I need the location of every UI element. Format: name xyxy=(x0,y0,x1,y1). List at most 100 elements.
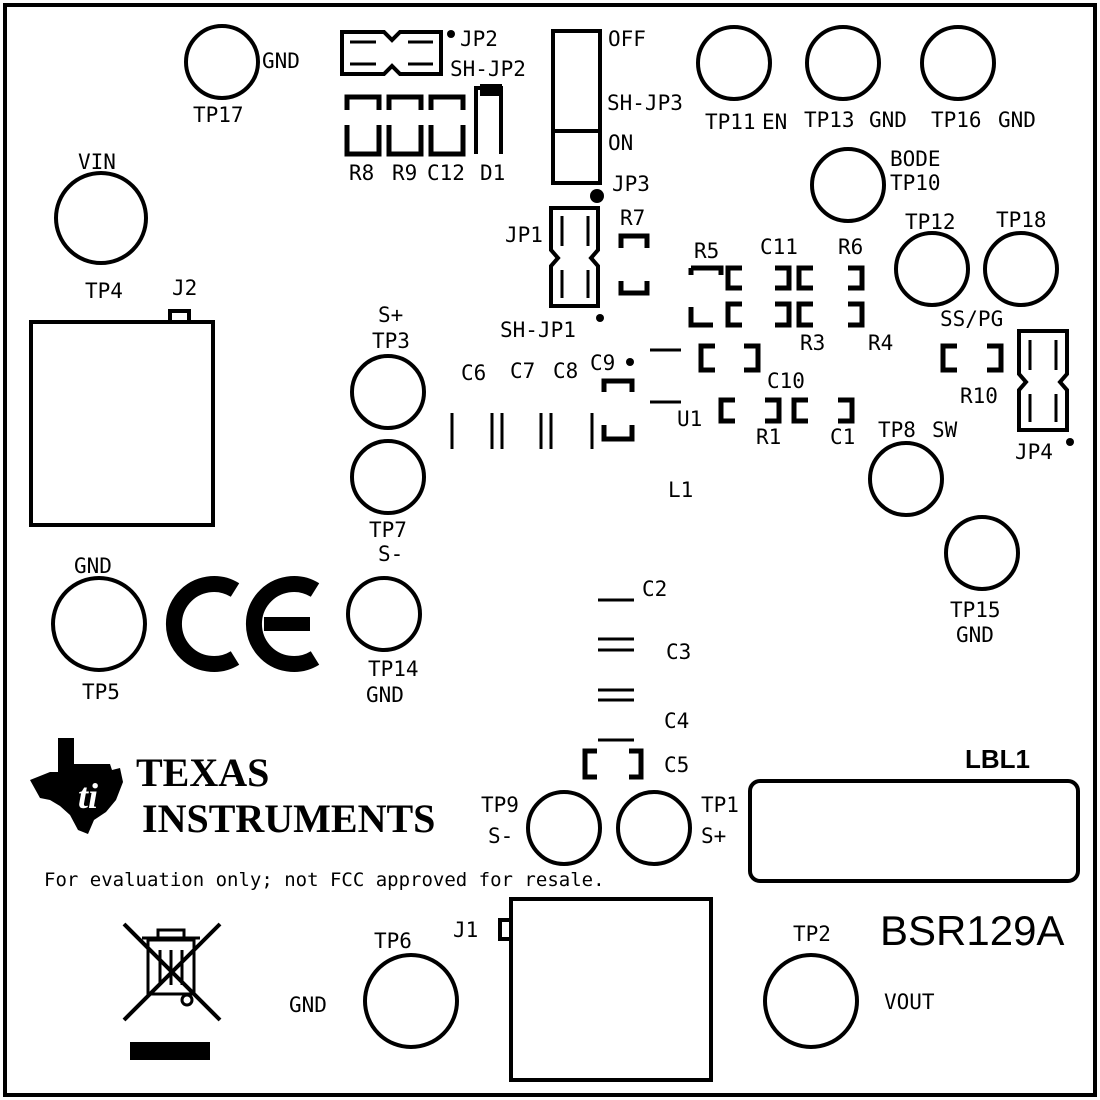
label-c5: C5 xyxy=(664,753,689,777)
label-off: OFF xyxy=(608,27,646,51)
c9-pad xyxy=(601,378,635,442)
label-area-box xyxy=(748,779,1080,883)
label-tp14: TP14 xyxy=(368,657,419,681)
tp12-pad xyxy=(894,231,970,307)
r5-pad-b xyxy=(725,265,742,328)
label-r1: R1 xyxy=(756,425,781,449)
c10-pad xyxy=(791,397,855,424)
jp2-header xyxy=(340,30,443,76)
label-s-plus-tp3: S+ xyxy=(378,303,403,327)
label-r7: R7 xyxy=(620,206,645,230)
label-tp16: TP16 xyxy=(931,108,982,132)
label-tp9: TP9 xyxy=(481,793,519,817)
label-tp15: TP15 xyxy=(950,598,1001,622)
tp2-pad xyxy=(763,953,859,1049)
label-sh-jp2: SH-JP2 xyxy=(450,57,526,81)
label-c1: C1 xyxy=(830,425,855,449)
label-vin: VIN xyxy=(78,150,116,174)
j2-connector xyxy=(29,320,215,527)
label-bode: BODE xyxy=(890,147,941,171)
disclaimer-text: For evaluation only; not FCC approved fo… xyxy=(44,869,605,891)
label-r8: R8 xyxy=(349,161,374,185)
label-c9: C9 xyxy=(590,351,615,375)
label-u1: U1 xyxy=(677,407,702,431)
label-gnd-tp16: GND xyxy=(998,108,1036,132)
label-tp5: TP5 xyxy=(82,680,120,704)
tp4-pad xyxy=(54,171,148,265)
u1-pad-top xyxy=(698,343,761,373)
label-lbl1: LBL1 xyxy=(965,744,1030,774)
j1-pin-tab xyxy=(498,918,513,941)
label-c11: C11 xyxy=(760,235,798,259)
label-s-minus-tp9: S- xyxy=(488,824,513,848)
label-c8: C8 xyxy=(553,359,578,383)
label-ss-pg: SS/PG xyxy=(940,307,1003,331)
label-gnd-tp14: GND xyxy=(366,683,404,707)
c5-pad xyxy=(582,748,644,780)
label-jp4: JP4 xyxy=(1015,440,1053,464)
label-c4: C4 xyxy=(664,709,689,733)
tp7-pad xyxy=(350,439,426,515)
r5-pad xyxy=(688,265,724,328)
tp15-pad xyxy=(944,515,1020,591)
j2-pin-tab xyxy=(168,309,191,324)
label-gnd-tp15: GND xyxy=(956,623,994,647)
tp6-pad xyxy=(363,953,459,1049)
label-gnd-tp13: GND xyxy=(869,108,907,132)
r9-pad xyxy=(386,94,424,157)
label-gnd-tp17: GND xyxy=(262,49,300,73)
r8-pad xyxy=(344,94,382,157)
label-gnd-tp6: GND xyxy=(289,993,327,1017)
r7-pad xyxy=(618,233,650,296)
label-r10: R10 xyxy=(960,384,998,408)
tp18-pad xyxy=(983,231,1059,307)
label-jp1: JP1 xyxy=(505,223,543,247)
weee-bar xyxy=(130,1042,210,1060)
ce-mark xyxy=(166,576,320,672)
tp13-pad xyxy=(805,25,881,101)
label-jp3: JP3 xyxy=(612,172,650,196)
tp10-pad xyxy=(810,147,886,223)
label-r3: R3 xyxy=(800,331,825,355)
tp9-pad xyxy=(526,790,602,866)
label-tp4: TP4 xyxy=(85,279,123,303)
label-jp2: JP2 xyxy=(460,27,498,51)
label-vout: VOUT xyxy=(884,990,935,1014)
c11-pad-b xyxy=(796,265,813,328)
label-j2: J2 xyxy=(172,276,197,300)
label-tp1: TP1 xyxy=(701,793,739,817)
label-tp13: TP13 xyxy=(804,108,855,132)
label-d1: D1 xyxy=(480,161,505,185)
jp2-pin1-dot xyxy=(447,30,455,38)
weee-bin-icon xyxy=(122,922,222,1022)
label-on: ON xyxy=(608,131,633,155)
svg-text:ti: ti xyxy=(78,776,98,816)
tp8-pad xyxy=(868,441,944,517)
tp1-pad xyxy=(616,790,692,866)
ti-logo-icon: ti xyxy=(30,738,123,834)
label-r9: R9 xyxy=(392,161,417,185)
label-r5: R5 xyxy=(694,239,719,263)
label-r4: R4 xyxy=(868,331,893,355)
label-c2: C2 xyxy=(642,577,667,601)
tp17-pad xyxy=(184,24,260,100)
label-tp8: TP8 xyxy=(878,418,916,442)
r1-pad xyxy=(718,397,782,424)
label-tp3: TP3 xyxy=(372,329,410,353)
tp11-pad xyxy=(696,25,772,101)
label-l1: L1 xyxy=(668,478,693,502)
label-c3: C3 xyxy=(666,640,691,664)
j1-connector xyxy=(509,897,713,1082)
label-r6: R6 xyxy=(838,235,863,259)
label-tp6: TP6 xyxy=(374,929,412,953)
label-tp11: TP11 xyxy=(705,110,756,134)
label-tp10: TP10 xyxy=(890,171,941,195)
label-sh-jp3: SH-JP3 xyxy=(607,91,683,115)
label-gnd-tp5: GND xyxy=(74,554,112,578)
tp14-pad xyxy=(346,576,422,652)
board-outline xyxy=(3,3,1097,1097)
label-s-minus-tp7: S- xyxy=(378,542,403,566)
d1-cathode-bar xyxy=(480,84,502,96)
label-sw: SW xyxy=(932,418,958,442)
